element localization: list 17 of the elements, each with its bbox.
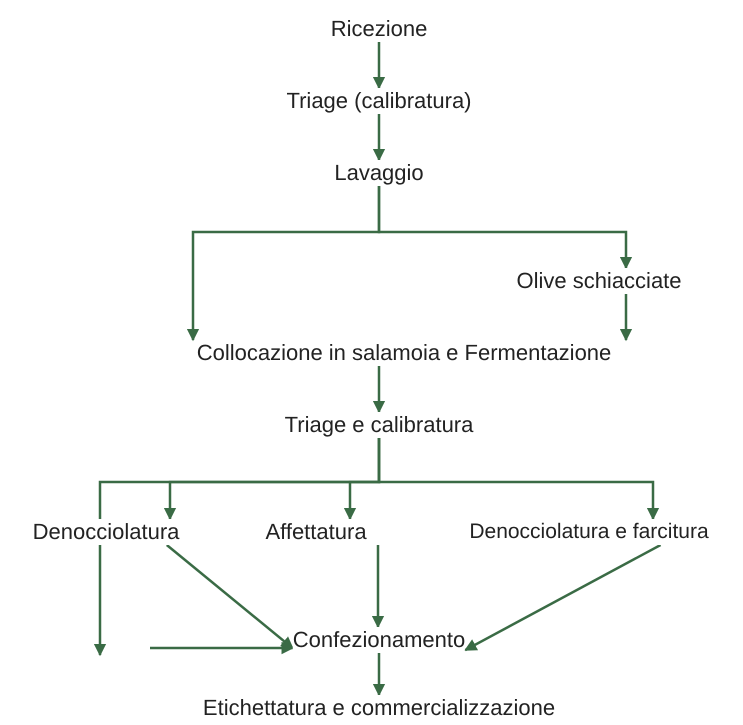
step-label: Lavaggio [334, 160, 424, 186]
arrow [166, 544, 294, 650]
arrow [372, 545, 384, 628]
step-label: Confezionamento [292, 627, 466, 653]
arrow [94, 438, 380, 656]
step-label: Denocciolatura e farcitura [469, 519, 709, 545]
step-label: Denocciolatura [32, 519, 180, 545]
arrow [372, 366, 386, 414]
arrow [378, 186, 632, 270]
step-label: Triage e calibratura [284, 412, 474, 438]
arrow [620, 294, 632, 342]
arrow [372, 114, 386, 162]
arrow [150, 642, 294, 654]
arrow [372, 42, 386, 90]
arrow [464, 544, 662, 652]
step-label: Triage (calibratura) [286, 88, 472, 114]
arrow [372, 653, 386, 696]
